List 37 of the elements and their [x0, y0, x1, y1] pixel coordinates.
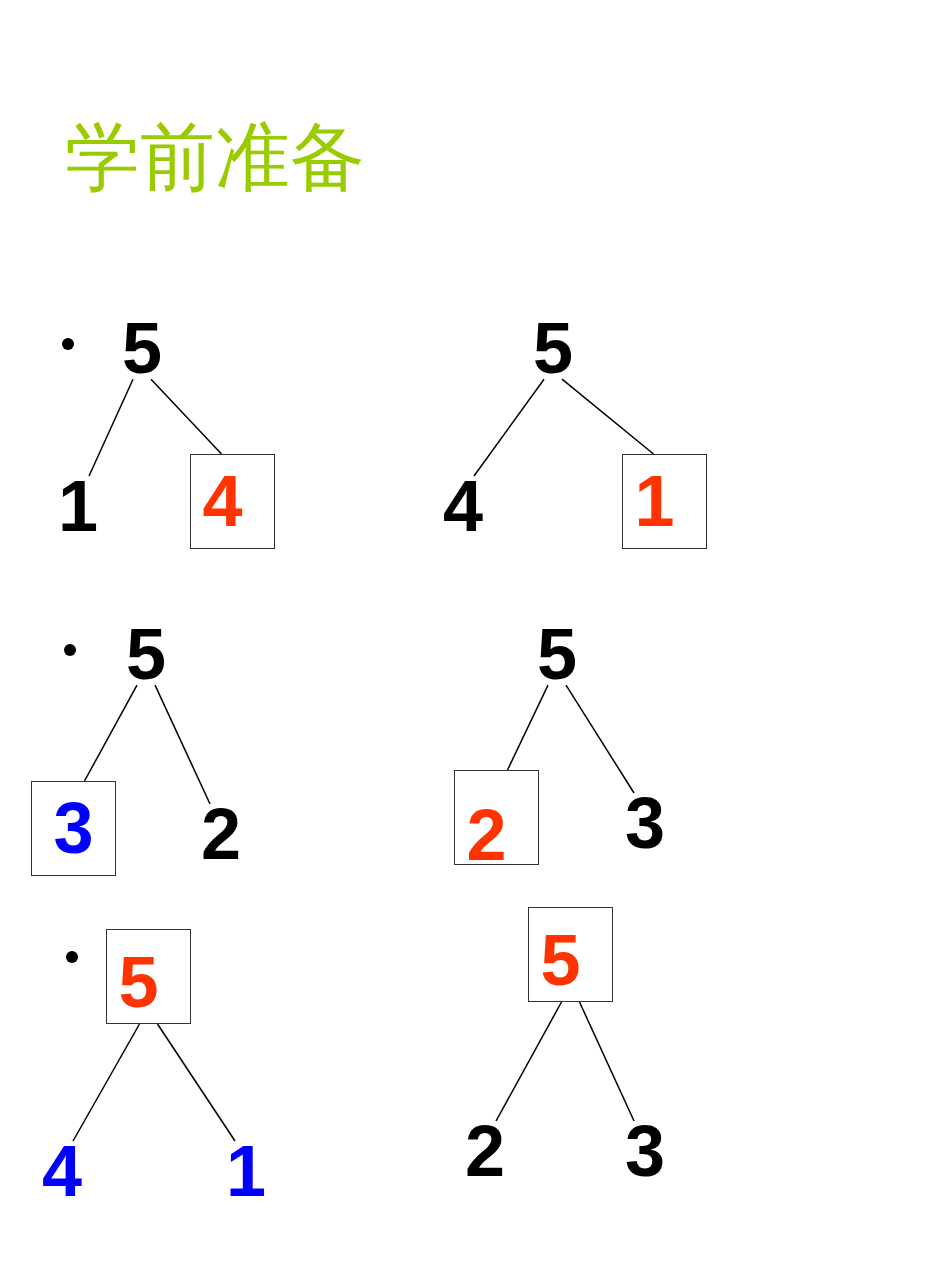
number: 5	[533, 318, 574, 380]
number: 2	[201, 804, 242, 866]
title: 学前准备	[65, 120, 365, 195]
number-box	[528, 907, 613, 1002]
number: 4	[202, 470, 243, 533]
connector-line	[495, 1001, 563, 1122]
connector-line	[83, 684, 138, 782]
number: 4	[42, 1141, 83, 1203]
number: 1	[634, 470, 675, 533]
connector-line	[473, 378, 545, 477]
connector-line	[150, 378, 223, 455]
number: 5	[540, 929, 581, 992]
number: 3	[53, 797, 94, 860]
connector-line	[88, 378, 134, 477]
number: 1	[226, 1141, 267, 1203]
number-box	[106, 929, 191, 1024]
number: 5	[122, 318, 163, 380]
connector-line	[154, 684, 211, 805]
number-box	[190, 454, 275, 549]
connector-line	[72, 1023, 141, 1142]
number: 2	[466, 804, 507, 867]
number: 4	[443, 476, 484, 538]
number-box	[31, 781, 116, 876]
connector-line	[506, 684, 549, 771]
number: 1	[58, 476, 99, 538]
number: 5	[126, 624, 167, 686]
connector-line	[578, 1001, 635, 1122]
number: 5	[537, 624, 578, 686]
number: 3	[625, 1121, 666, 1183]
number-box	[454, 770, 539, 865]
number: 5	[118, 951, 159, 1014]
connector-line	[561, 378, 655, 455]
number: 2	[465, 1121, 506, 1183]
connector-line	[565, 684, 635, 794]
number: 3	[625, 793, 666, 855]
connector-line	[156, 1023, 236, 1142]
number-box	[622, 454, 707, 549]
